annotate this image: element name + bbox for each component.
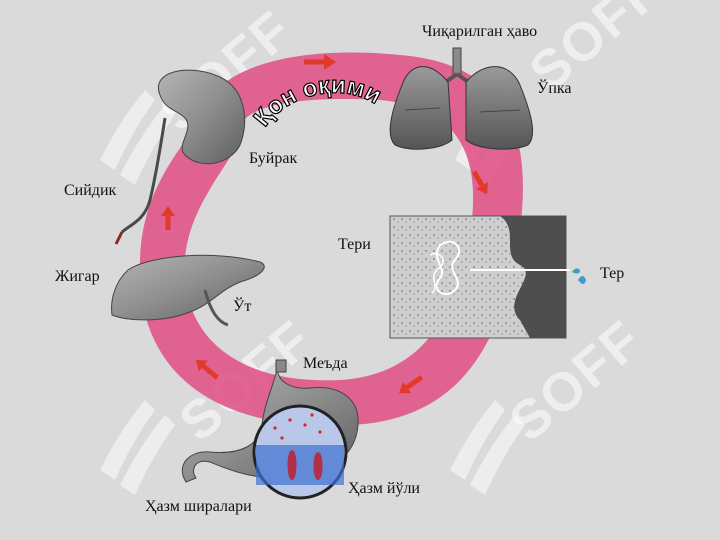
label-skin: Тери — [338, 236, 371, 253]
kidney-icon — [114, 69, 246, 245]
lungs-icon — [389, 47, 534, 150]
label-exhaled-air: Чиқарилган ҳаво — [422, 23, 538, 40]
arrow-top — [304, 54, 336, 70]
label-liver: Жигар — [55, 268, 100, 285]
label-bile: Ўт — [233, 298, 252, 315]
arrow-bottom-right — [398, 375, 424, 394]
label-urine: Сийдик — [64, 182, 117, 199]
flow-arrows — [161, 54, 489, 394]
skin-section-icon — [389, 215, 570, 339]
arrow-up — [161, 206, 175, 230]
label-stomach: Меъда — [303, 355, 348, 372]
intestine-magnified-icon — [252, 404, 348, 500]
label-intestine: Ҳазм йўли — [348, 480, 420, 497]
label-kidney: Буйрак — [249, 150, 298, 167]
liver-icon — [111, 254, 265, 327]
arrow-left — [195, 359, 219, 380]
label-lungs: Ўпка — [537, 80, 572, 97]
label-digestive-juices: Ҳазм ширалари — [145, 498, 252, 515]
sweat-drop-icon — [572, 268, 586, 284]
label-sweat: Тер — [600, 265, 625, 282]
arrow-right — [471, 170, 489, 195]
